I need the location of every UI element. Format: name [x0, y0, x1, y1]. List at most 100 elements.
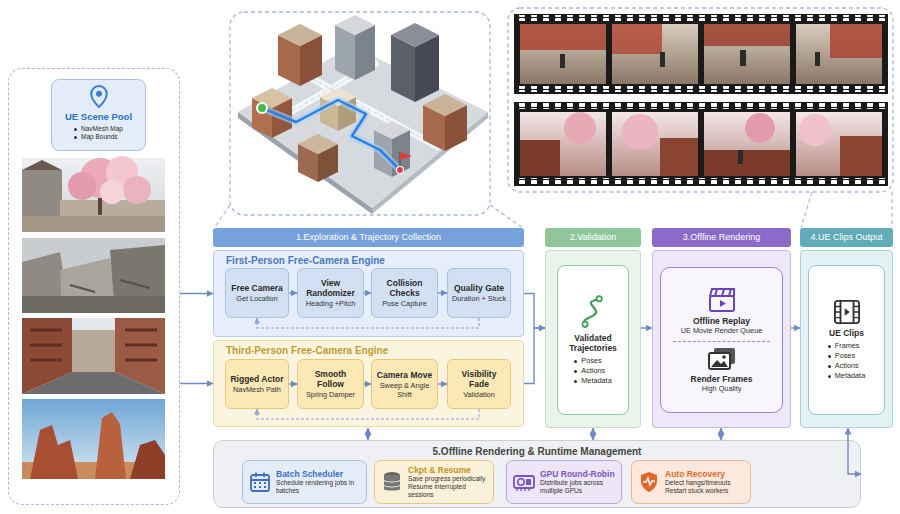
- box-title: Ckpt & Resume: [408, 465, 489, 475]
- process-box: Visibility FadeValidation: [447, 359, 511, 409]
- box-title: Batch Scheduler: [276, 469, 362, 479]
- icon: [578, 294, 608, 330]
- bullet-text: Poses: [835, 351, 855, 361]
- connector-arrow: [524, 294, 545, 329]
- scene-thumbnails: [22, 156, 165, 479]
- box-detail: Schedule rendering jobs in batches: [276, 479, 362, 495]
- box-title: Render Frames: [691, 374, 753, 384]
- bullet-dot: [828, 365, 831, 368]
- step-detail: Heading +Pitch: [306, 299, 356, 308]
- step-title: Collision Checks: [375, 278, 434, 298]
- output-box: Validated TrajectoriesPosesActionsMetada…: [557, 265, 629, 415]
- bullet-dot: [74, 136, 77, 139]
- step-title: Rigged Actor: [230, 374, 283, 384]
- step-detail: Validation: [463, 390, 495, 399]
- step-title: Camera Move: [377, 370, 432, 380]
- connector-arrow: [180, 383, 213, 384]
- panel-title: 5.Offline Rendering & Runtime Management: [214, 446, 860, 457]
- bullet-text: NavMesh Map: [81, 125, 123, 133]
- box-title: Offline Replay: [693, 316, 750, 326]
- management-panel: 5.Offline Rendering & Runtime Management…: [213, 440, 861, 508]
- film-strips: [508, 8, 893, 228]
- bullet-list: PosesActionsMetadata: [574, 356, 611, 386]
- management-box: Auto RecoveryDetect hangs/timeouts Resta…: [631, 460, 751, 504]
- bullet-item: Metadata: [828, 371, 865, 381]
- bullet-item: Poses: [828, 351, 855, 361]
- step-detail: Pose Capture: [382, 299, 427, 308]
- step-detail: Spring Damper: [306, 390, 355, 399]
- box-detail: Detect hangs/timeouts Restart stuck work…: [665, 479, 746, 495]
- management-box: Ckpt & ResumeSave progress periodically …: [374, 460, 494, 504]
- panel-title: Third-Person Free-Camera Engine: [226, 345, 388, 357]
- process-box: Smooth FollowSpring Damper: [297, 359, 364, 409]
- step-detail: Duration + Stuck: [452, 294, 506, 303]
- stage-column: 2.ValidationValidated TrajectoriesPosesA…: [545, 228, 641, 428]
- bullet-item: Metadata: [574, 376, 611, 386]
- bullet-text: Actions: [835, 361, 859, 371]
- bullet-text: Actions: [581, 366, 605, 376]
- bullet-item: Frames: [828, 341, 860, 351]
- scene-pool-box: UE Scene PoolNavMesh MapMap Bounds: [51, 79, 146, 151]
- connector-arrow: [524, 328, 545, 384]
- box-title: UE Scene Pool: [65, 111, 132, 122]
- connector-arrow: [720, 428, 721, 440]
- box-title: Validated Trajectories: [558, 333, 628, 353]
- step-title: Free Camera: [231, 283, 283, 293]
- box-title: GPU Round-Robin: [540, 469, 617, 479]
- bullet-dot: [574, 370, 577, 373]
- box-detail: High Quality: [702, 384, 742, 393]
- scene-pool-panel: UE Scene PoolNavMesh MapMap Bounds: [8, 68, 180, 505]
- step-title: View Randomizer: [301, 278, 360, 298]
- step-detail: Sweep & Angle Shift: [375, 381, 434, 399]
- bullet-item: Actions: [574, 366, 605, 376]
- process-box: Quality GateDuration + Stuck: [447, 268, 511, 318]
- box-title: UE Clips: [829, 328, 864, 338]
- text-column: GPU Round-RobinDistribute jobs across mu…: [540, 469, 617, 495]
- step-title: Smooth Follow: [301, 369, 360, 389]
- bullet-item: Actions: [828, 361, 859, 371]
- bullet-item: NavMesh Map: [74, 125, 123, 133]
- bullet-text: Map Bounds: [81, 133, 118, 141]
- bullet-dot: [574, 380, 577, 383]
- section-header: 1.Exploration & Trajectory Collection: [213, 228, 524, 247]
- bullet-dot: [828, 345, 831, 348]
- bullet-list: FramesPosesActionsMetadata: [828, 341, 865, 381]
- bullet-dot: [74, 128, 77, 131]
- box-detail: UE Movie Render Queue: [681, 326, 763, 335]
- engine-panel: First-Person Free-Camera EngineFree Came…: [213, 250, 524, 337]
- bullet-dot: [828, 375, 831, 378]
- text-column: Auto RecoveryDetect hangs/timeouts Resta…: [665, 469, 746, 495]
- stage-column: 3.Offline RenderingOffline ReplayUE Movi…: [652, 228, 791, 428]
- bullet-item: Poses: [574, 356, 601, 366]
- connector-arrow: [180, 293, 213, 294]
- bullet-text: Frames: [835, 341, 860, 351]
- engine-panel: Third-Person Free-Camera EngineRigged Ac…: [213, 340, 524, 427]
- icon: [247, 471, 273, 493]
- process-box: Free CameraGet Location: [225, 268, 289, 318]
- connector-arrow: [367, 428, 368, 440]
- connector-arrow: [592, 428, 593, 440]
- bullet-text: Poses: [581, 356, 601, 366]
- panel-title: First-Person Free-Camera Engine: [226, 255, 385, 267]
- icon: [511, 472, 537, 492]
- city-illustration: [214, 12, 523, 228]
- step-detail: Get Location: [236, 294, 277, 303]
- box-detail: Save progress periodically Resume interr…: [408, 475, 489, 498]
- icon: [833, 299, 861, 325]
- text-column: Batch SchedulerSchedule rendering jobs i…: [276, 469, 362, 495]
- box-detail: Distribute jobs across multiple GPUs: [540, 479, 617, 495]
- bullet-list: NavMesh MapMap Bounds: [74, 125, 123, 141]
- box-title: Auto Recovery: [665, 469, 746, 479]
- output-box: UE ClipsFramesPosesActionsMetadata: [808, 265, 885, 415]
- process-box: Rigged ActorNavMesh Path: [225, 359, 289, 409]
- section-header: 4.UE Clips Output: [800, 228, 893, 247]
- step-title: Quality Gate: [454, 283, 504, 293]
- step-detail: NavMesh Path: [233, 385, 281, 394]
- render-box: Offline ReplayUE Movie Render QueueRende…: [660, 267, 783, 413]
- icon: [708, 287, 736, 313]
- management-box: GPU Round-RobinDistribute jobs across mu…: [506, 460, 622, 504]
- management-box: Batch SchedulerSchedule rendering jobs i…: [242, 460, 367, 504]
- icon: [89, 85, 109, 109]
- section-header: 3.Offline Rendering: [652, 228, 791, 247]
